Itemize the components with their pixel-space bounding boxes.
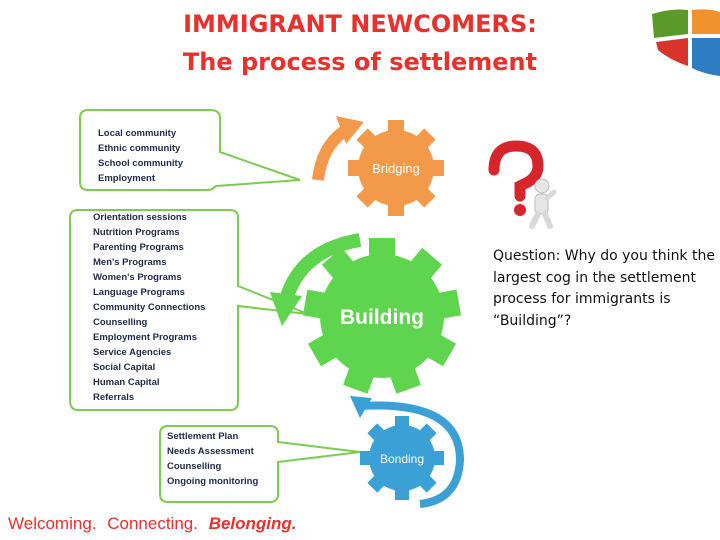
question-text: Question: Why do you think the largest c… [493,248,715,329]
list-item: Local community [98,128,177,139]
page-title-line2: The process of settlement [182,48,538,76]
bonding-cog: Bonding [360,416,444,500]
list-item: Human Capital [93,377,160,388]
building-label: Building [340,306,424,329]
footer-belonging: Belonging. [208,514,297,533]
footer-tagline: Welcoming. Connecting. Belonging. [8,514,303,534]
list-item: Counselling [167,461,222,472]
bridging-arrow [312,124,350,181]
list-item: Employment Programs [93,332,197,343]
list-item: Referrals [93,392,135,403]
list-item: Counselling [93,317,148,328]
settlement-diagram: Bridging Building [60,100,500,508]
footer-welcoming: Welcoming. [8,514,97,533]
logo-green-quadrant [652,9,688,38]
list-item: Parenting Programs [93,242,184,253]
logo-orange-quadrant [692,9,720,34]
question-mark-person-icon [488,140,557,229]
bridging-cog: Bridging [348,120,444,216]
building-arrowhead [270,292,302,326]
bonding-list: Settlement Plan Needs Assessment Counsel… [167,429,258,489]
list-item: Language Programs [93,287,185,298]
bridging-label: Bridging [372,161,420,176]
bridging-list: Local community Ethnic community School … [98,126,183,186]
bonding-arc [359,401,465,508]
building-arrow [279,233,362,303]
list-item: Women's Programs [93,272,182,283]
footer-connecting: Connecting. [107,514,198,533]
logo-icon [652,9,720,76]
building-list: Orientation sessions Nutrition Programs … [93,210,205,405]
list-item: Orientation sessions [93,212,187,223]
bonding-label: Bonding [380,452,424,466]
bridging-arrowhead [336,116,364,144]
bonding-bubble [159,425,361,503]
list-item: Men's Programs [93,257,167,268]
list-item: Nutrition Programs [93,227,180,238]
list-item: Community Connections [93,302,206,313]
logo-red-quadrant [656,38,688,66]
logo-blue-quadrant [692,38,720,76]
list-item: Settlement Plan [167,431,239,442]
building-cog: Building [302,238,462,394]
list-item: Social Capital [93,362,156,373]
list-item: Service Agencies [93,347,172,358]
building-bubble [69,209,309,411]
list-item: Ethnic community [98,143,181,154]
list-item: School community [98,158,183,169]
page-title-line1: IMMIGRANT NEWCOMERS: [183,10,537,38]
list-item: Ongoing monitoring [167,476,259,487]
bonding-arrowhead [350,396,372,418]
list-item: Employment [98,173,156,184]
list-item: Needs Assessment [167,446,254,457]
bridging-bubble [79,109,301,191]
